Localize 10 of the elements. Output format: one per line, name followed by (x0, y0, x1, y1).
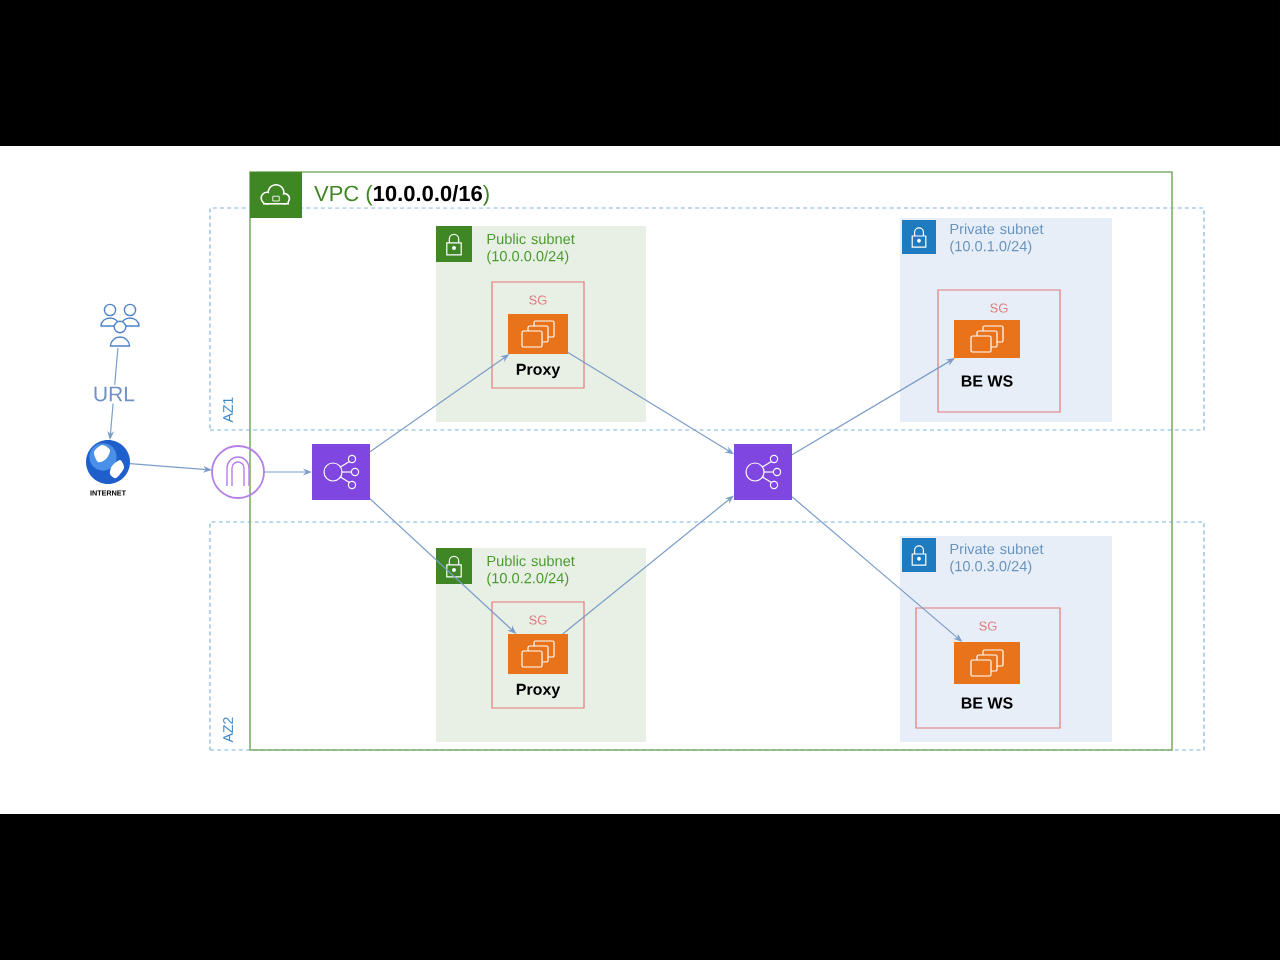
users-icon (100, 303, 140, 347)
gateway-icon (211, 445, 265, 499)
icon-label: Proxy (516, 683, 561, 699)
icon-label: BE WS (961, 697, 1013, 709)
icon-label: Proxy (516, 363, 561, 379)
load-balancer-icon (734, 444, 792, 500)
arrow (562, 495, 734, 635)
load-balancer-icon (312, 444, 370, 500)
edge-label: URL (90, 384, 137, 404)
icon-label: BE WS (961, 375, 1013, 387)
